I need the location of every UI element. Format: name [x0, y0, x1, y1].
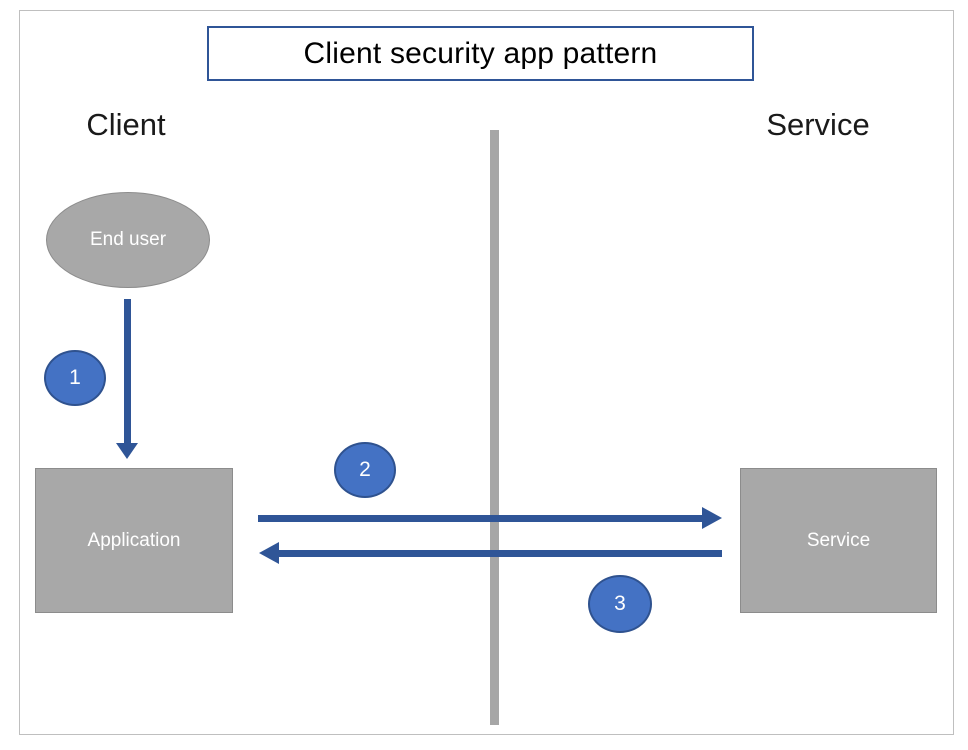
arrow-1-head-down: [116, 443, 138, 459]
end-user-node: End user: [46, 192, 210, 288]
arrow-3-head-left: [259, 542, 279, 564]
arrow-3-shaft: [279, 550, 722, 557]
step-3-badge: 3: [588, 575, 652, 633]
step-3-number: 3: [614, 592, 626, 615]
lane-heading-service: Service: [766, 107, 870, 142]
diagram-title: Client security app pattern: [303, 36, 658, 70]
arrow-2-head-right: [702, 507, 722, 529]
service-node: Service: [740, 468, 937, 613]
lane-heading-client: Client: [86, 107, 166, 142]
step-2-badge: 2: [334, 442, 396, 498]
lane-divider: [490, 130, 499, 725]
diagram-frame: [19, 10, 954, 735]
step-1-badge: 1: [44, 350, 106, 406]
service-label: Service: [806, 529, 871, 551]
application-label: Application: [87, 529, 181, 551]
application-node: Application: [35, 468, 233, 613]
arrow-1-shaft: [124, 299, 131, 443]
arrow-2-shaft: [258, 515, 704, 522]
diagram-title-box: Client security app pattern: [207, 26, 754, 81]
end-user-label: End user: [89, 229, 167, 250]
step-1-number: 1: [69, 366, 81, 389]
step-2-number: 2: [359, 458, 371, 481]
